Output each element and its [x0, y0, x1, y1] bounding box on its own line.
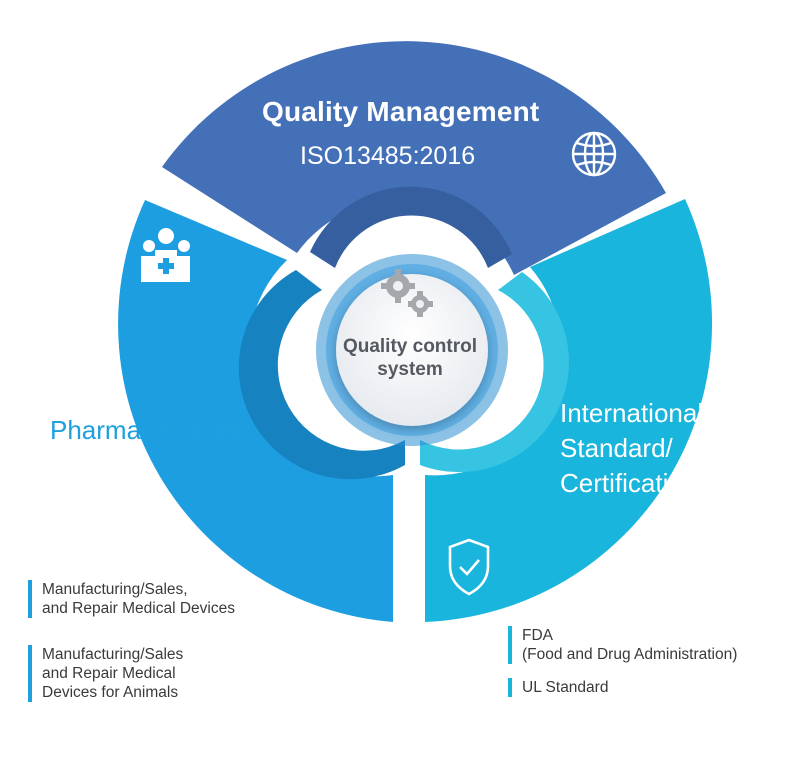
segment-quality-management [162, 41, 666, 275]
medical-staff-icon [141, 228, 190, 282]
inner-band-pharma [238, 270, 405, 480]
iso-standard-label: ISO13485:2016 [300, 142, 476, 170]
shield-check-icon [448, 538, 490, 596]
inner-band-quality [310, 186, 512, 268]
note-fda: FDA (Food and Drug Administration) [508, 626, 737, 664]
note-ul-standard: UL Standard [508, 678, 608, 697]
quality-control-system-label: Quality control system [342, 336, 478, 380]
quality-management-title: Quality Management [262, 96, 540, 127]
gears-icon [381, 269, 433, 317]
globe-icon [571, 131, 617, 177]
international-certification-label: International Standard/ Certification [560, 398, 704, 498]
note-manufacturing-animal-devices: Manufacturing/Sales and Repair Medical D… [28, 645, 183, 702]
inner-band-international [420, 272, 569, 473]
center-disc [336, 274, 488, 426]
segment-international [425, 199, 713, 622]
note-manufacturing-medical-devices: Manufacturing/Sales, and Repair Medical … [28, 580, 235, 618]
pharmaceuticals-label: Pharmaceuticals [50, 415, 243, 445]
